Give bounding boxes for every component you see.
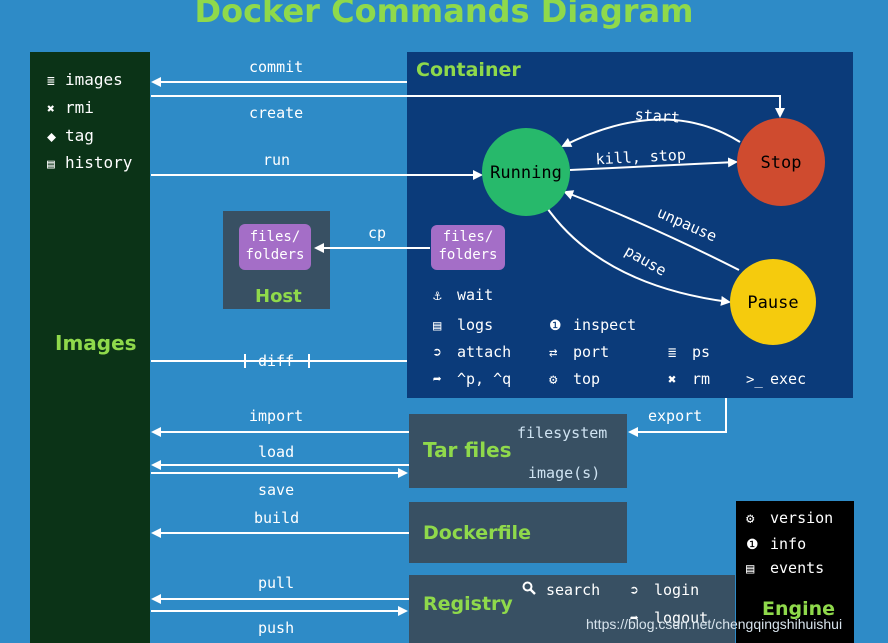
stop-label: Stop <box>761 153 802 173</box>
unpause-label: unpause <box>654 203 719 245</box>
cmd-detach: ➦^p, ^q <box>433 370 512 388</box>
terminal-icon: >_ <box>746 372 763 388</box>
commit-label: commit <box>249 58 304 76</box>
cmd-logs: ▤logs <box>433 316 494 334</box>
images-panel <box>30 52 150 643</box>
dockerfile-title: Dockerfile <box>423 522 531 544</box>
export-label: export <box>648 407 703 425</box>
watermark: https://blog.csdn.net/chengqingshihuishu… <box>586 616 843 632</box>
tar-files-title: Tar files <box>423 438 512 462</box>
images-item-tag: ⬥tag <box>47 126 94 145</box>
unpause-arrow <box>563 190 740 271</box>
tag-icon: ⬥ <box>47 130 57 145</box>
registry-search: search <box>522 581 600 599</box>
document-icon: ▤ <box>47 157 55 172</box>
push-label: push <box>258 619 295 637</box>
images-item-images: ≣images <box>47 70 123 89</box>
registry-logout: ➦logout <box>630 609 709 627</box>
registry-title: Registry <box>423 593 513 615</box>
container-folders: files/ folders <box>431 225 505 270</box>
kill-stop-arrow <box>569 157 738 171</box>
close-icon: ✖ <box>668 372 677 388</box>
images-panel-title: Images <box>55 331 137 355</box>
swap-icon: ⇄ <box>549 345 558 361</box>
registry-box <box>409 575 735 643</box>
host-title: Host <box>255 286 302 307</box>
start-arrow <box>561 118 741 147</box>
gear-icon: ⚙ <box>746 511 755 527</box>
document-icon: ▤ <box>746 561 755 577</box>
cmd-top: ⚙top <box>549 370 601 388</box>
engine-item-events: ▤events <box>746 559 825 577</box>
tar-images-label: image(s) <box>528 464 601 482</box>
attach-icon: ➲ <box>433 345 442 361</box>
cmd-ps: ≣ps <box>668 343 711 361</box>
import-label: import <box>249 407 304 425</box>
close-icon: ✖ <box>47 102 55 117</box>
tar-filesystem-label: filesystem <box>517 424 608 442</box>
stop-state <box>737 118 825 206</box>
start-label: start <box>634 105 680 126</box>
cmd-wait: ⚓wait <box>433 286 494 304</box>
container-title: Container <box>416 59 521 81</box>
cmd-rm: ✖rm <box>668 370 711 388</box>
pause-state <box>730 259 816 345</box>
info-icon: ❶ <box>746 537 759 553</box>
export-arrow <box>628 398 727 437</box>
pause-arrow <box>544 204 731 306</box>
cp-label: cp <box>368 224 387 242</box>
run-label: run <box>263 151 291 169</box>
engine-box <box>736 501 854 643</box>
list-icon: ≣ <box>47 74 55 89</box>
engine-title: Engine <box>762 598 836 620</box>
host-folders: files/ folders <box>239 224 311 270</box>
registry-login: ➲login <box>630 581 700 599</box>
images-item-history: ▤history <box>47 153 133 172</box>
tar-files-box <box>409 414 627 488</box>
anchor-icon: ⚓ <box>433 288 442 304</box>
login-icon: ➲ <box>630 583 639 599</box>
running-label: Running <box>490 163 562 183</box>
search-icon <box>522 581 546 599</box>
cmd-exec: >_exec <box>746 370 807 388</box>
info-icon: ❶ <box>549 318 562 334</box>
diagram-title: Docker Commands Diagram <box>194 0 694 30</box>
save-label: save <box>258 481 295 499</box>
pause-label: Pause <box>747 293 798 313</box>
gears-icon: ⚙ <box>549 372 558 388</box>
kill-stop-label: kill, stop <box>595 146 686 169</box>
detach-icon: ➦ <box>433 372 442 388</box>
dockerfile-box <box>409 502 627 563</box>
engine-item-version: ⚙version <box>746 509 834 527</box>
diff-label: diff <box>258 352 295 370</box>
create-arrow <box>151 95 785 118</box>
build-label: build <box>254 509 300 527</box>
list-icon: ≣ <box>668 345 677 361</box>
running-state <box>482 128 570 216</box>
cmd-attach: ➲attach <box>433 343 512 361</box>
logout-icon: ➦ <box>630 611 639 627</box>
document-icon: ▤ <box>433 318 442 334</box>
load-label: load <box>258 443 295 461</box>
create-label: create <box>249 104 304 122</box>
cmd-port: ⇄port <box>549 343 610 361</box>
images-item-rmi: ✖rmi <box>47 98 94 117</box>
pull-label: pull <box>258 574 295 592</box>
